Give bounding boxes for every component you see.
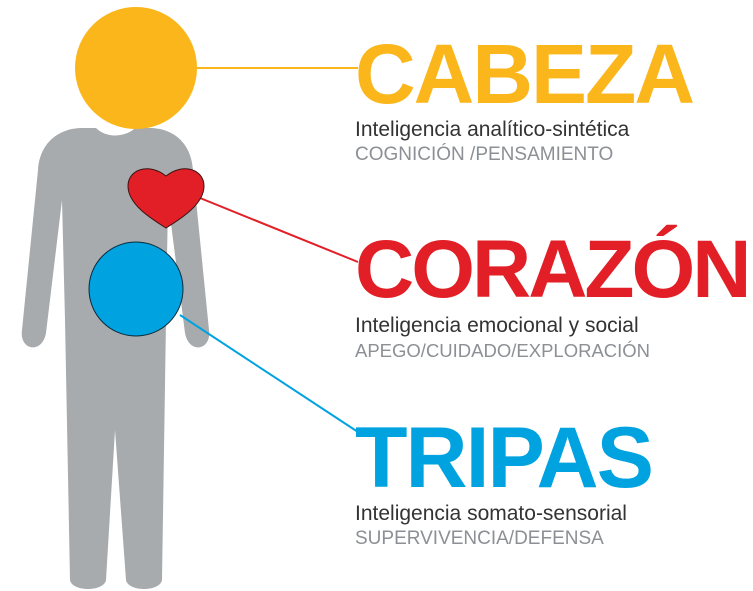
tripas-title: TRIPAS — [355, 410, 654, 506]
head-circle-icon — [75, 7, 197, 129]
cabeza-caption: COGNICIÓN /PENSAMIENTO — [355, 144, 614, 165]
corazon-subtitle: Inteligencia emocional y social — [355, 314, 639, 337]
tripas-subtitle: Inteligencia somato-sensorial — [355, 502, 627, 525]
section-cabeza: CABEZA Inteligencia analítico-sintética … — [355, 27, 695, 167]
connector-line-corazon — [199, 197, 359, 263]
cabeza-title: CABEZA — [355, 27, 695, 121]
corazon-caption: APEGO/CUIDADO/EXPLORACIÓN — [355, 340, 651, 361]
body-silhouette — [21, 128, 210, 589]
section-tripas: TRIPAS Inteligencia somato-sensorial SUP… — [355, 410, 654, 551]
heart-icon — [127, 168, 205, 229]
corazon-title: CORAZÓN — [355, 224, 752, 315]
tripas-caption: SUPERVIVENCIA/DEFENSA — [355, 528, 604, 549]
gut-circle-icon — [88, 241, 184, 337]
section-corazon: CORAZÓN Inteligencia emocional y social … — [355, 224, 752, 363]
cabeza-subtitle: Inteligencia analítico-sintética — [355, 118, 630, 141]
connector-line-tripas — [179, 314, 359, 433]
